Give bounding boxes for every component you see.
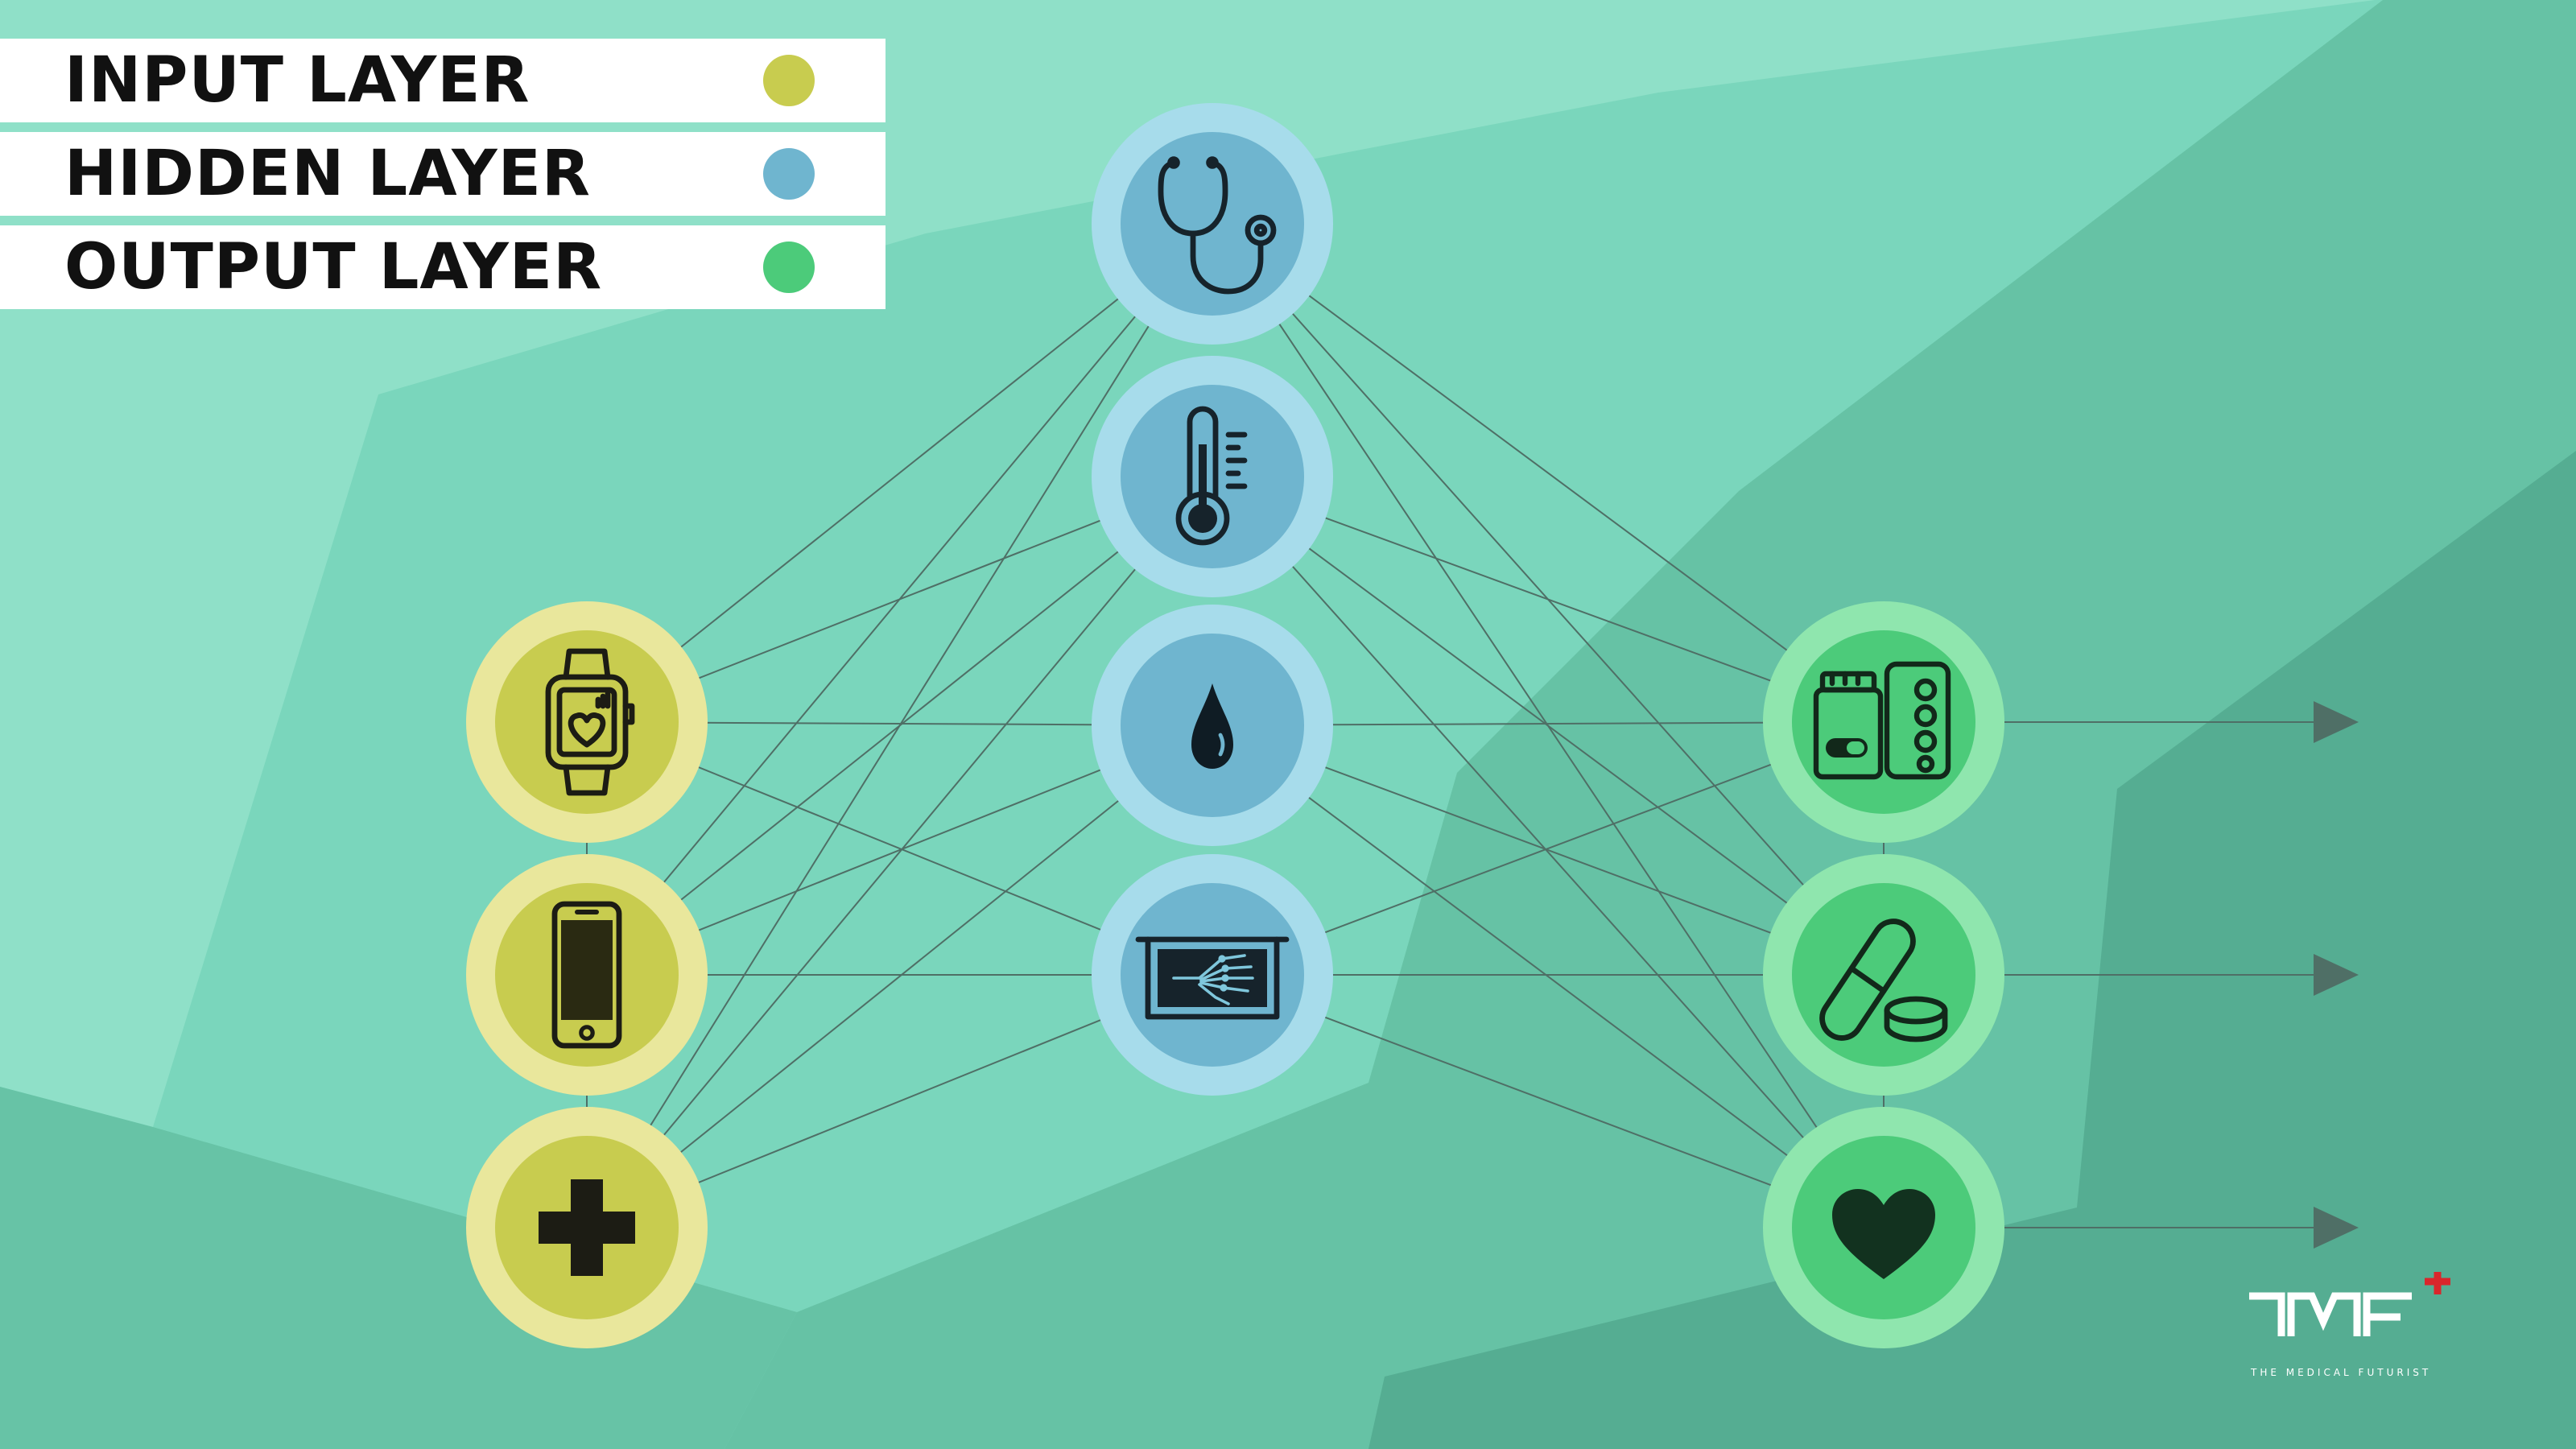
connection-hidden-1-output-1 bbox=[1212, 476, 1885, 976]
connection-input-2-hidden-1 bbox=[586, 476, 1213, 1228]
input-node-smartwatch bbox=[466, 601, 708, 843]
connection-hidden-0-output-0 bbox=[1212, 223, 1885, 723]
connection-input-2-hidden-2 bbox=[586, 724, 1213, 1228]
stethoscope-icon bbox=[1158, 156, 1277, 295]
output-node-heart bbox=[1763, 1107, 2004, 1348]
blood-drop-icon bbox=[1191, 683, 1233, 769]
hidden-node-blood-drop bbox=[1092, 605, 1333, 846]
logo-tagline: THE MEDICAL FUTURIST bbox=[2251, 1367, 2432, 1378]
hidden-node-thermometer bbox=[1092, 356, 1333, 597]
thermometer-icon bbox=[1175, 406, 1248, 546]
legend-hidden-dot bbox=[763, 148, 815, 200]
smartwatch-heart-icon bbox=[545, 648, 635, 796]
output-arrowhead-2 bbox=[2314, 1207, 2359, 1249]
output-node-medicine bbox=[1763, 601, 2004, 843]
legend-input-dot bbox=[763, 55, 815, 106]
output-arrowhead-0 bbox=[2314, 701, 2359, 743]
connection-input-0-hidden-0 bbox=[586, 223, 1213, 723]
medicine-bottle-pills-icon bbox=[1813, 661, 1951, 780]
legend-input: INPUT LAYER bbox=[0, 39, 886, 122]
output-node-capsule bbox=[1763, 854, 2004, 1096]
legend-output-label: OUTPUT LAYER bbox=[64, 231, 603, 303]
input-node-medical-cross bbox=[466, 1107, 708, 1348]
connection-input-1-hidden-0 bbox=[586, 223, 1213, 976]
connection-hidden-2-output-2 bbox=[1212, 724, 1885, 1228]
tmf-logo bbox=[2249, 1272, 2450, 1336]
legend-hidden: HIDDEN LAYER bbox=[0, 132, 886, 216]
legend-output: OUTPUT LAYER bbox=[0, 225, 886, 309]
connection-hidden-1-output-2 bbox=[1212, 476, 1885, 1228]
capsule-pill-icon bbox=[1819, 919, 1948, 1042]
connection-input-2-hidden-0 bbox=[586, 223, 1213, 1228]
legend-output-dot bbox=[763, 242, 815, 293]
legend-hidden-label: HIDDEN LAYER bbox=[64, 138, 591, 210]
hidden-node-xray bbox=[1092, 854, 1333, 1096]
legend-input-label: INPUT LAYER bbox=[64, 44, 530, 117]
xray-hand-icon bbox=[1135, 936, 1290, 1020]
hidden-node-stethoscope bbox=[1092, 103, 1333, 345]
output-arrowhead-1 bbox=[2314, 954, 2359, 996]
input-node-smartphone bbox=[466, 854, 708, 1096]
heart-icon bbox=[1832, 1189, 1935, 1279]
smartphone-icon bbox=[551, 901, 622, 1049]
medical-cross-icon bbox=[539, 1179, 635, 1276]
